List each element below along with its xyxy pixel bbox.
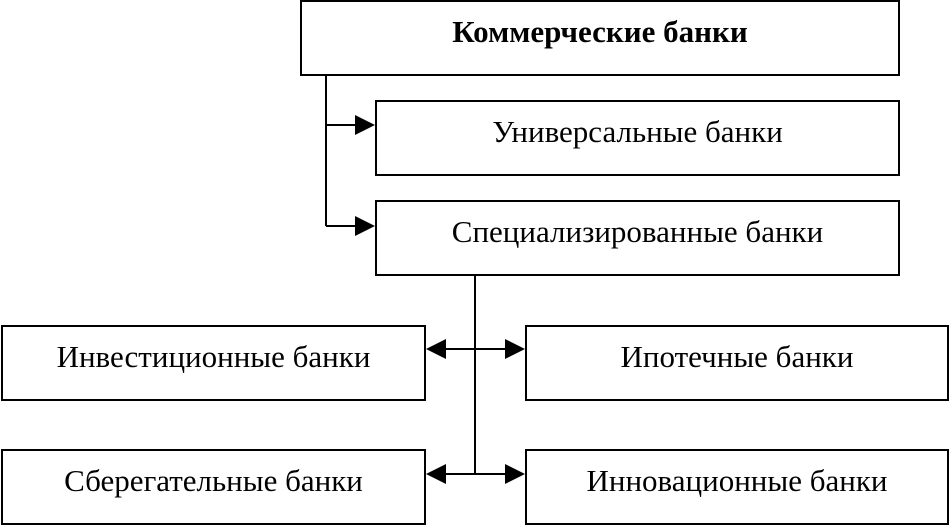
mortgage-banks-label: Ипотечные банки [620,339,854,374]
investment-banks-box: Инвестиционные банки [1,325,426,401]
arrowhead-to-specialized [355,216,375,236]
specialized-banks-box: Специализированные банки [375,200,900,276]
commercial-banks-label: Коммерческие банки [452,14,748,49]
investment-banks-label: Инвестиционные банки [56,339,371,374]
innovation-banks-box: Инновационные банки [525,449,949,525]
specialized-banks-label: Специализированные банки [451,214,824,249]
universal-banks-box: Универсальные банки [375,100,900,176]
arrowhead-to-innovation [505,464,525,484]
mortgage-banks-box: Ипотечные банки [525,325,949,401]
universal-banks-label: Универсальные банки [492,114,783,149]
commercial-banks-box: Коммерческие банки [300,0,900,76]
arrowhead-to-savings [426,464,446,484]
arrowhead-to-investment [426,339,446,359]
arrowhead-to-universal [355,115,375,135]
arrowhead-to-mortgage [505,339,525,359]
savings-banks-box: Сберегательные банки [1,449,426,525]
savings-banks-label: Сберегательные банки [64,463,363,498]
innovation-banks-label: Инновационные банки [586,463,888,498]
